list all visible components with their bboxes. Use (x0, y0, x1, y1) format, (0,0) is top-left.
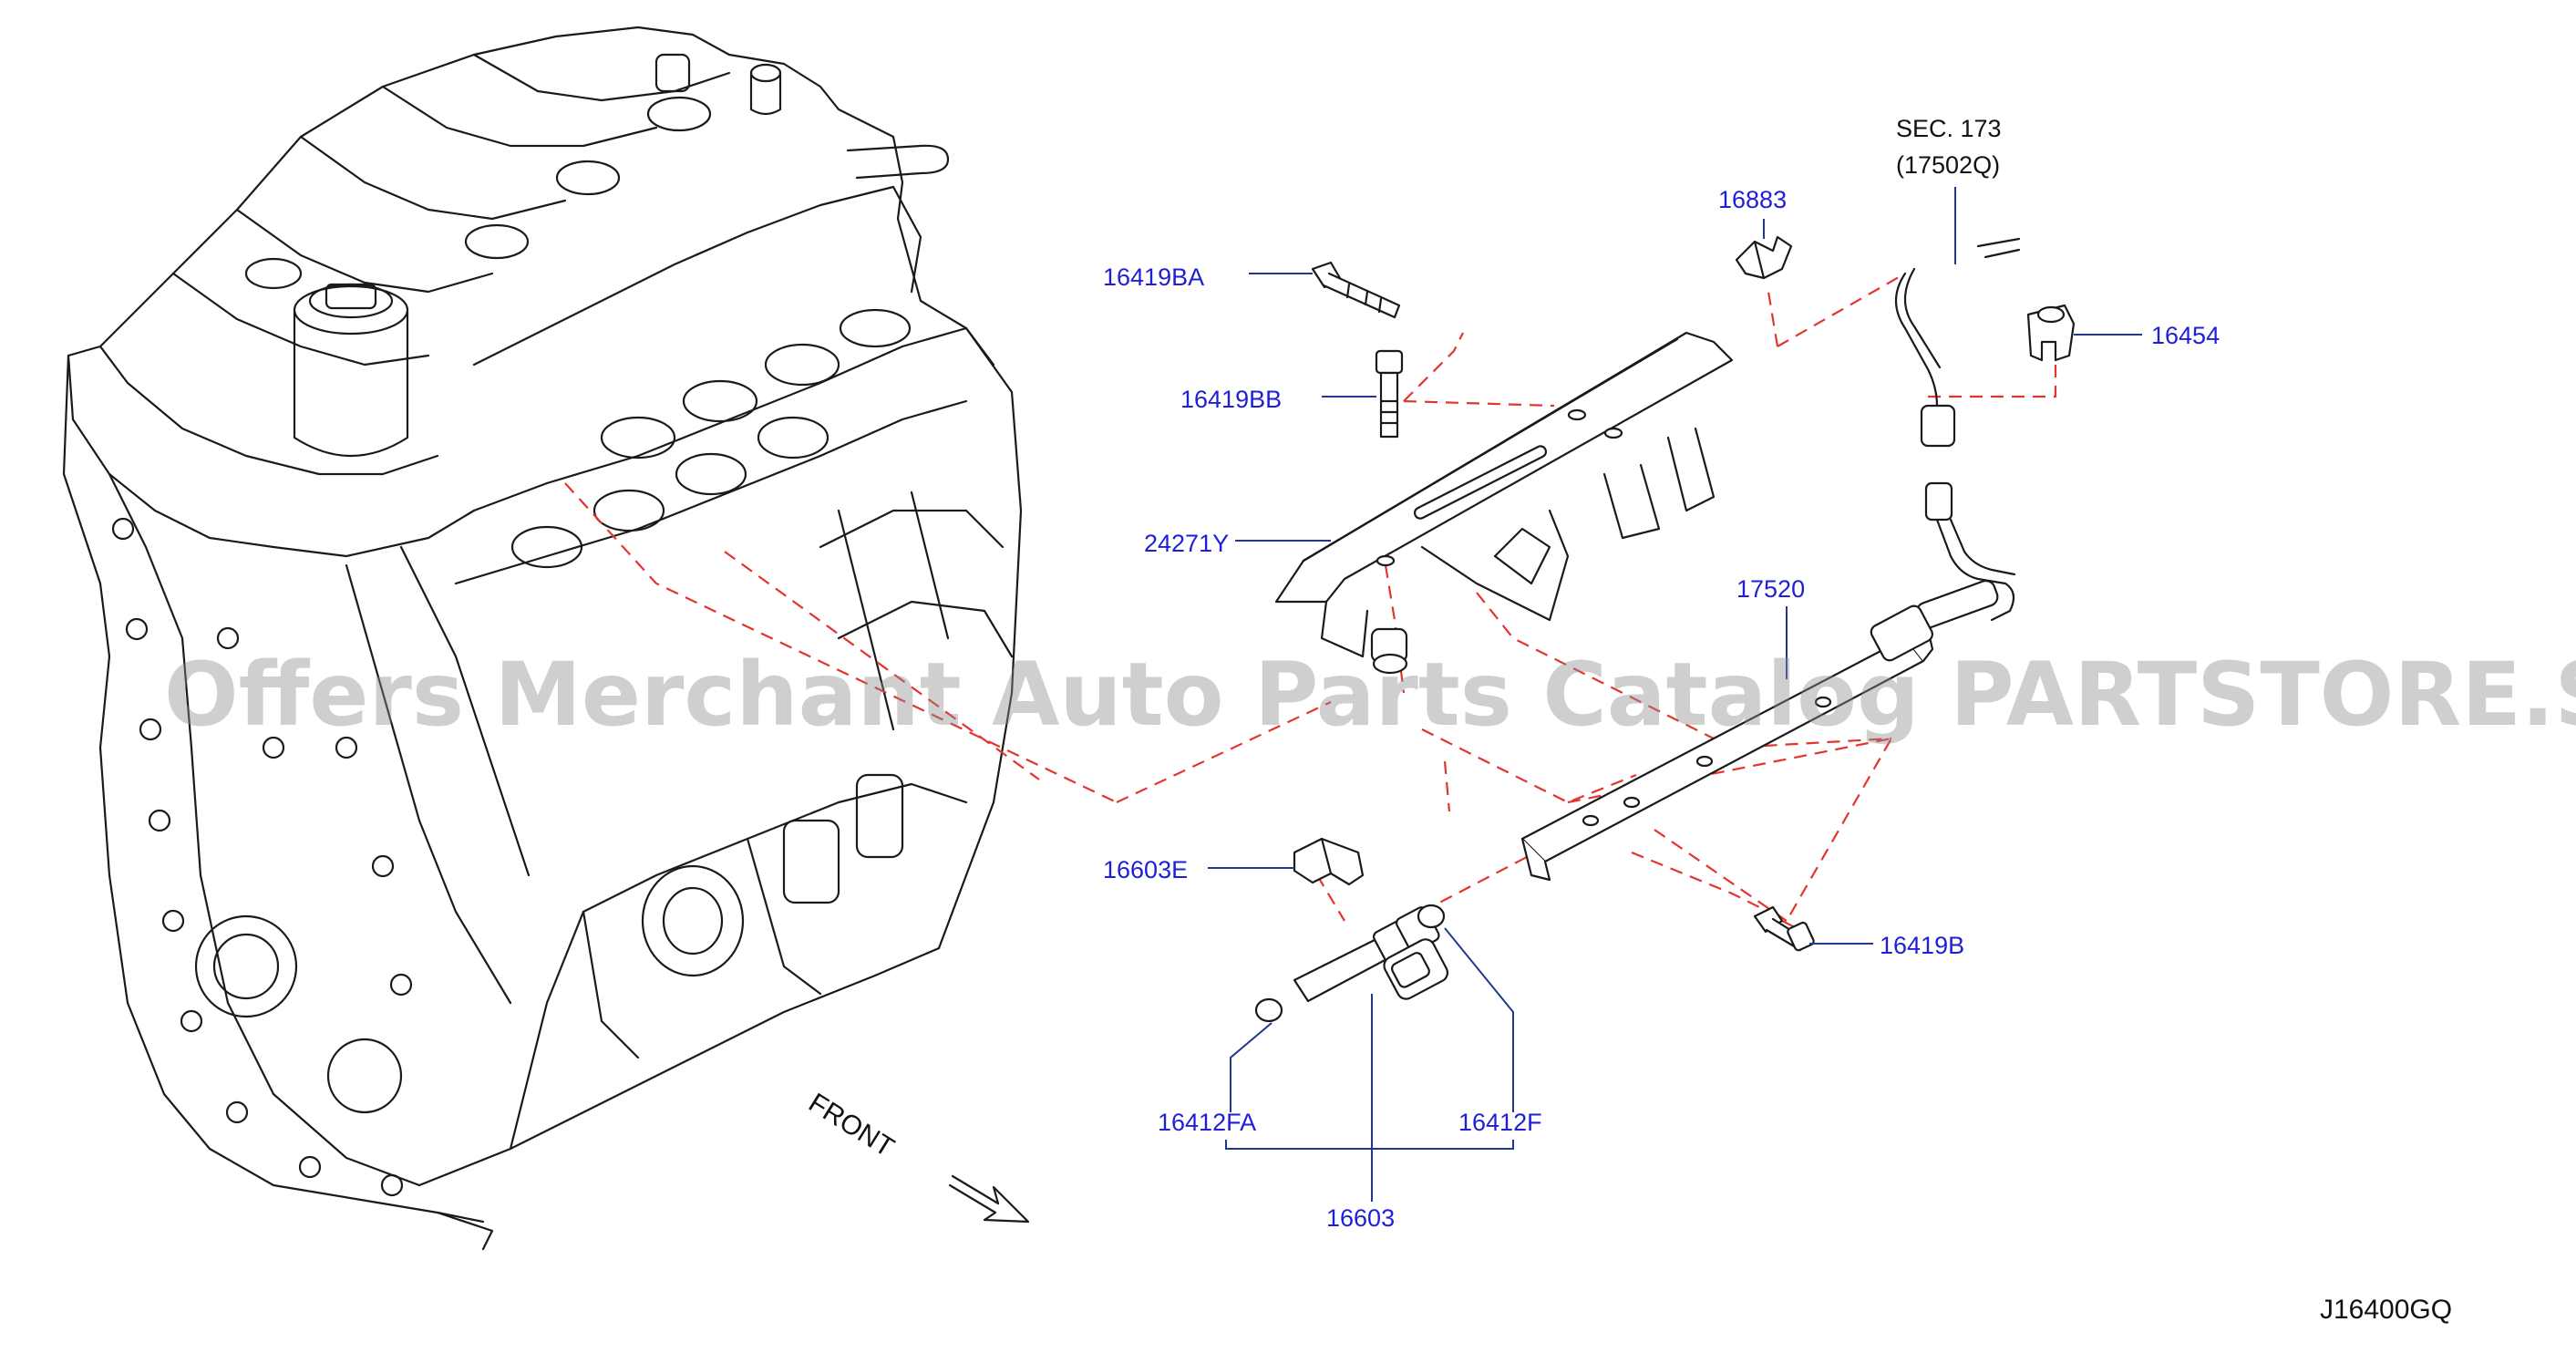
o-ring-16412F-drawing (1417, 904, 1446, 929)
callout-16412F[interactable]: 16412F (1458, 1109, 1542, 1136)
o-ring-16412FA-drawing (1254, 997, 1283, 1023)
callout-16419B[interactable]: 16419B (1880, 932, 1964, 959)
watermark-text: Offers Merchant Auto Parts Catalog PARTS… (164, 644, 2576, 746)
fuel-feed-tube-drawing (1895, 237, 2021, 629)
callout-16412FA[interactable]: 16412FA (1158, 1109, 1256, 1136)
callout-16603[interactable]: 16603 (1326, 1204, 1395, 1232)
clamp-16454-drawing (2026, 304, 2076, 362)
section-ref-line2: (17502Q) (1896, 151, 2000, 179)
callout-16419BA[interactable]: 16419BA (1103, 263, 1204, 291)
bracket-24271Y-drawing (1274, 331, 1734, 675)
bolt-16419BA-drawing (1311, 261, 1401, 319)
fuel-rail-17520-drawing (1520, 604, 1934, 882)
callout-leader-lines (1208, 187, 2142, 1202)
clip-16883-drawing (1735, 235, 1793, 280)
front-direction-label: FRONT (803, 1088, 899, 1163)
diagram-reference-code: J16400GQ (2320, 1295, 2452, 1325)
clip-16603E-drawing (1293, 837, 1365, 886)
engine-assembly-illustration (62, 26, 1023, 1251)
callout-16603E[interactable]: 16603E (1103, 856, 1188, 883)
fuel-injector-16603-drawing (1293, 906, 1449, 1003)
section-ref-line1: SEC. 173 (1896, 115, 2002, 142)
callout-16883[interactable]: 16883 (1718, 186, 1787, 213)
callout-17520[interactable]: 17520 (1736, 575, 1805, 603)
callout-16454[interactable]: 16454 (2151, 322, 2220, 349)
bolt-16419B-drawing (1753, 905, 1815, 952)
bolt-16419BB-drawing (1375, 349, 1404, 439)
callout-24271Y[interactable]: 24271Y (1144, 530, 1229, 557)
front-direction-arrow-icon (948, 1174, 1030, 1224)
callout-16419BB[interactable]: 16419BB (1180, 386, 1282, 413)
